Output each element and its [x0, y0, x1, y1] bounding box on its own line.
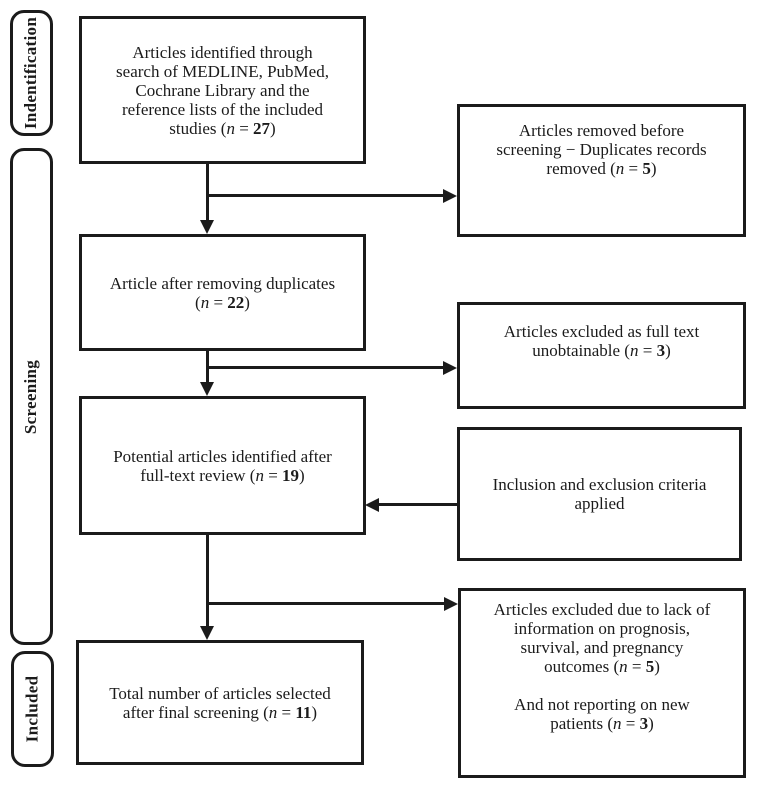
- node-total-selected-text: Total number of articles selected after …: [109, 683, 331, 722]
- node-potential-after-review-text: Potential articles identified after full…: [113, 446, 332, 485]
- node-articles-identified: Articles identified through search of ME…: [79, 16, 366, 164]
- stage-included-label: Included: [22, 675, 42, 743]
- node-articles-identified-text: Articles identified through search of ME…: [116, 42, 329, 138]
- arrow-criteria-to-potential-head-icon: [365, 498, 379, 512]
- arrow-potential-down-line: [206, 534, 209, 627]
- node-after-removing-duplicates-text: Article after removing duplicates (n = 2…: [109, 273, 336, 312]
- node-removed-before-screening: Articles removed before screening − Dupl…: [457, 104, 746, 237]
- node-full-text-unobtainable-text: Articles excluded as full text unobtaina…: [503, 322, 700, 360]
- arrow-identified-down-head-icon: [200, 220, 214, 234]
- node-after-removing-duplicates: Article after removing duplicates (n = 2…: [79, 234, 366, 351]
- node-criteria-applied-text: Inclusion and exclusion criteria applied: [492, 475, 707, 513]
- arrow-to-removed-before-line: [206, 194, 443, 197]
- stage-included: Included: [11, 651, 54, 767]
- node-total-selected: Total number of articles selected after …: [76, 640, 364, 765]
- node-excluded-lack-info: Articles excluded due to lack of informa…: [458, 588, 746, 778]
- arrow-identified-down-line: [206, 163, 209, 221]
- node-full-text-unobtainable: Articles excluded as full text unobtaina…: [457, 302, 746, 409]
- arrow-duplicates-down-head-icon: [200, 382, 214, 396]
- stage-screening-label: Screening: [21, 359, 41, 434]
- arrow-to-removed-before-head-icon: [443, 189, 457, 203]
- arrow-to-excluded-head-icon: [444, 597, 458, 611]
- node-criteria-applied: Inclusion and exclusion criteria applied: [457, 427, 742, 561]
- stage-identification-label: Indentification: [21, 16, 41, 130]
- stage-identification: Indentification: [10, 10, 53, 136]
- stage-screening: Screening: [10, 148, 53, 645]
- node-excluded-lack-info-text: Articles excluded due to lack of informa…: [493, 600, 711, 733]
- arrow-potential-down-head-icon: [200, 626, 214, 640]
- arrow-to-excluded-line: [206, 602, 444, 605]
- arrow-criteria-to-potential-line: [379, 503, 457, 506]
- node-removed-before-screening-text: Articles removed before screening − Dupl…: [496, 121, 707, 178]
- arrow-to-unobtainable-line: [206, 366, 443, 369]
- arrow-to-unobtainable-head-icon: [443, 361, 457, 375]
- node-potential-after-review: Potential articles identified after full…: [79, 396, 366, 535]
